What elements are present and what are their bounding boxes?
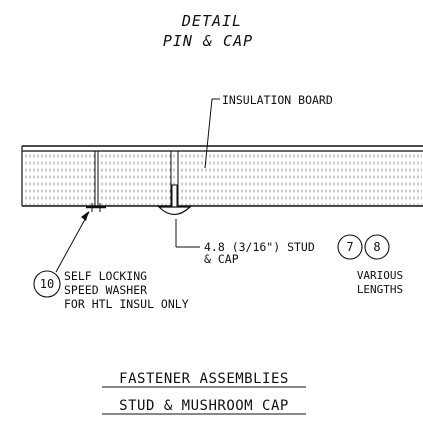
washer-label-line1: SELF LOCKING xyxy=(64,269,147,283)
callout-7-circle xyxy=(337,234,363,260)
various-label: VARIOUS xyxy=(357,269,403,282)
stud-and-cap xyxy=(157,184,192,216)
washer-label-line3: FOR HTL INSUL ONLY xyxy=(64,297,189,311)
washer-leader xyxy=(55,211,90,273)
fastener-assemblies-title: FASTENER ASSEMBLIES xyxy=(119,371,289,387)
detail-heading: DETAIL xyxy=(181,12,242,30)
stud-label-line1: 4.8 (3/16") STUD xyxy=(204,240,315,254)
callout-8-circle xyxy=(364,234,390,260)
lengths-label: LENGTHS xyxy=(357,283,403,296)
insulation-board-label: INSULATION BOARD xyxy=(222,93,333,107)
washer-label-line2: SPEED WASHER xyxy=(64,283,147,297)
callout-10-number: 10 xyxy=(40,277,54,291)
insulation-board-panel xyxy=(21,145,423,207)
callout-10-circle xyxy=(33,270,61,298)
speed-washer xyxy=(86,203,106,212)
callout-7-number: 7 xyxy=(346,240,353,254)
insulation-board-leader xyxy=(204,98,220,169)
stud-mushroom-cap-title: STUD & MUSHROOM CAP xyxy=(119,398,289,414)
stud-cap-leader xyxy=(175,219,200,248)
detail-subheading: PIN & CAP xyxy=(163,32,253,50)
callout-8-number: 8 xyxy=(373,240,380,254)
stud-label-line2: & CAP xyxy=(204,252,239,266)
